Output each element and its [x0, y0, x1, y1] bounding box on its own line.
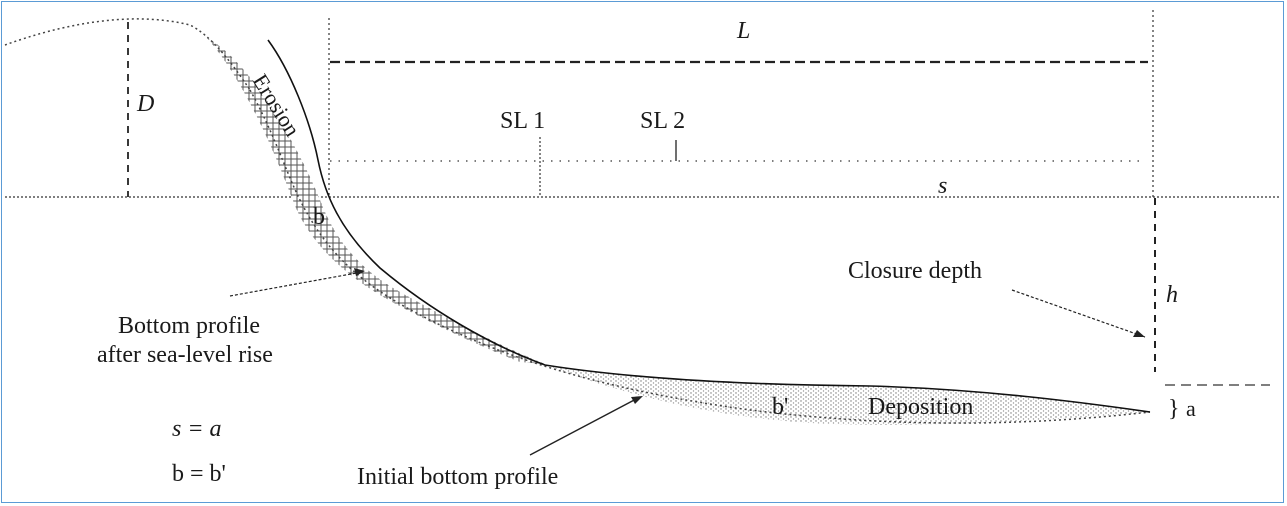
equation-s-equals-a: s = a — [172, 416, 222, 442]
equation-b-equals-bprime: b = b' — [172, 461, 226, 487]
label-deposition: Deposition — [868, 394, 973, 420]
initial-profile-arrowhead — [631, 396, 643, 404]
label-sl1: SL 1 — [500, 108, 545, 134]
label-h: h — [1166, 282, 1178, 308]
initial-bottom-profile — [250, 90, 1150, 423]
deposition-zone — [545, 365, 1150, 425]
label-bottom-after-1: Bottom profile — [118, 313, 260, 339]
label-a-brace: } — [1168, 396, 1180, 422]
initial-profile-arrow — [530, 398, 638, 455]
label-L: L — [736, 18, 750, 44]
bottom-after-arrow — [230, 272, 362, 296]
label-D: D — [136, 91, 154, 117]
label-b: b — [313, 204, 325, 230]
label-initial-profile: Initial bottom profile — [357, 464, 558, 490]
bottom-profile-after-rise — [268, 40, 1150, 412]
closure-depth-arrow — [1012, 290, 1145, 337]
label-closure-depth: Closure depth — [848, 258, 982, 284]
label-sl2: SL 2 — [640, 108, 685, 134]
label-a: a — [1186, 396, 1196, 421]
label-bottom-after-2: after sea-level rise — [97, 342, 273, 368]
label-b-prime: b' — [772, 394, 788, 420]
label-s: s — [938, 173, 947, 199]
